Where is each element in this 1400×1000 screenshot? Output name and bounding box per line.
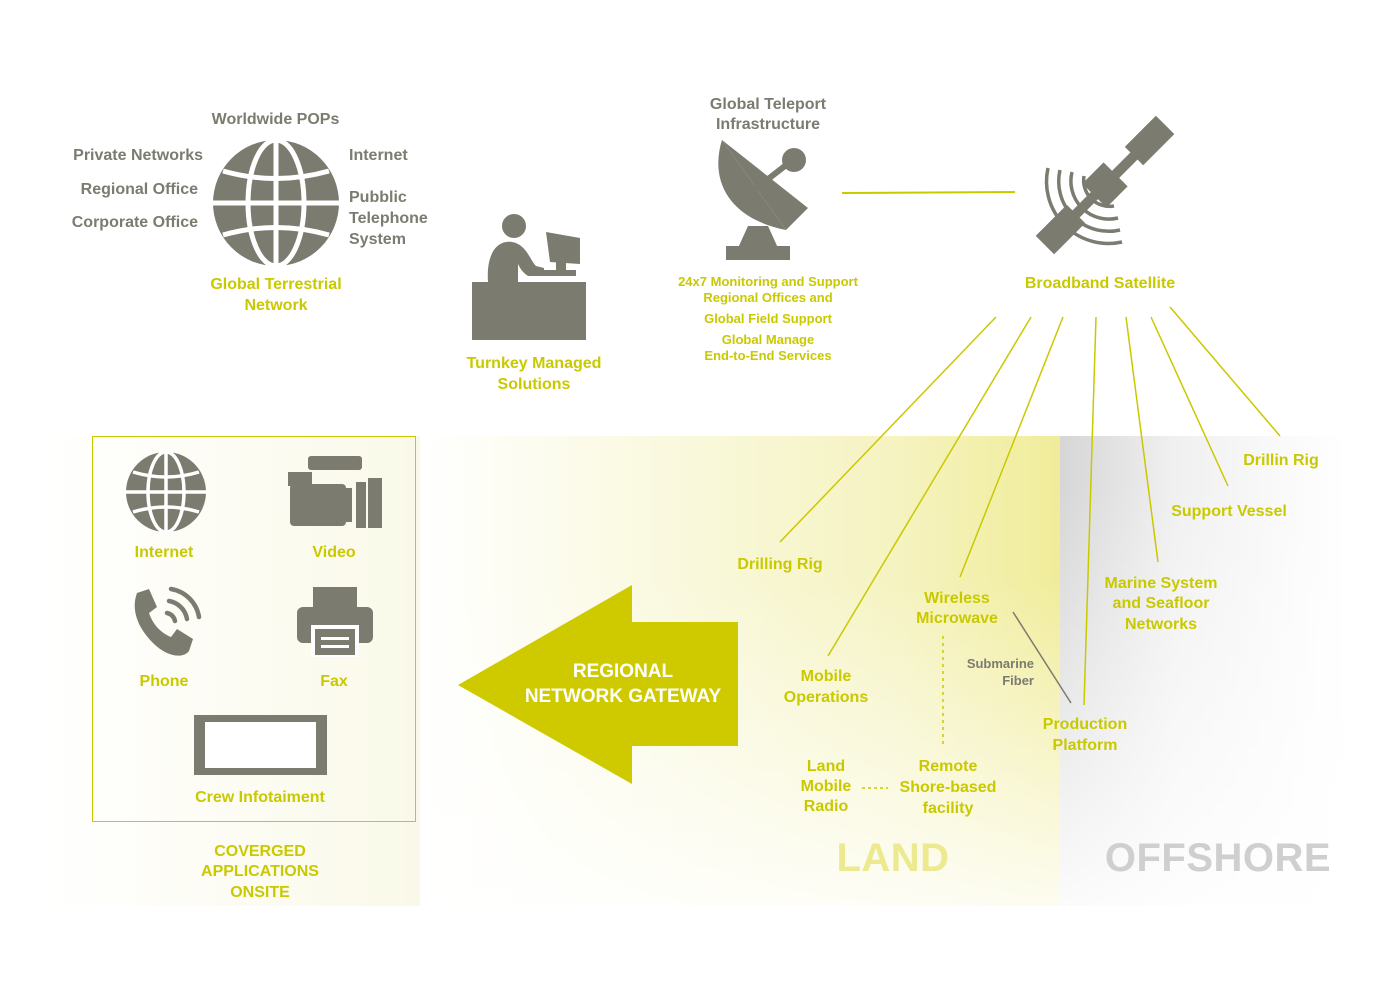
node-submarine-fiber: Submarine Fiber (966, 656, 1034, 688)
node-drillin-rig: Drillin Rig (1243, 452, 1319, 469)
offshore-zone-background (1060, 436, 1346, 906)
link-support-vessel (1150, 316, 1229, 487)
fax-printer-icon (297, 587, 373, 657)
submarine-fiber-line (1012, 611, 1072, 704)
app-phone-label: Phone (139, 673, 189, 690)
gateway-arrow (458, 585, 738, 784)
app-fax-label: Fax (320, 673, 348, 690)
internet-globe-icon (126, 451, 206, 533)
link-marine-system (1125, 316, 1159, 563)
offshore-zone-label: OFFSHORE (1104, 836, 1332, 880)
globe-icon (213, 138, 339, 268)
node-mobile-operations: Mobile Operations (783, 668, 869, 706)
teleport-field-support-text: Global Field Support (704, 311, 832, 326)
teleport-monitoring-text: 24x7 Monitoring and Support Regional Off… (678, 274, 858, 306)
tv-screen-icon (194, 715, 327, 775)
corporate-office-label: Corporate Office (71, 214, 198, 231)
link-production-platform (1083, 316, 1097, 706)
link-wireless-microwave (959, 316, 1064, 578)
link-drilling-rig (779, 316, 997, 543)
turnkey-label: Turnkey Managed Solutions (466, 355, 602, 393)
broadband-satellite-label: Broadband Satellite (1024, 275, 1176, 292)
phone-icon (134, 586, 202, 656)
link-drillin-rig (1169, 306, 1281, 437)
app-crew-label: Crew Infotaiment (195, 789, 325, 806)
node-marine-system: Marine System and Seafloor Networks (1104, 575, 1218, 633)
gateway-label: REGIONAL NETWORK GATEWAY (524, 661, 722, 707)
node-support-vessel: Support Vessel (1171, 503, 1287, 520)
regional-office-label: Regional Office (80, 181, 198, 198)
land-zone-label: LAND (836, 836, 950, 880)
converged-apps-box (92, 436, 416, 822)
teleport-title: Global Teleport Infrastructure (709, 96, 827, 133)
teleport-manage-text: Global Manage End-to-End Services (704, 332, 832, 364)
private-networks-label: Private Networks (73, 147, 203, 164)
node-remote-facility: Remote Shore-based facility (899, 758, 997, 817)
broadband-satellite-icon (1035, 115, 1175, 255)
operator-workstation-icon (472, 214, 586, 340)
app-video-label: Video (312, 544, 356, 561)
app-internet-label: Internet (134, 544, 194, 561)
node-production-platform: Production Platform (1042, 716, 1128, 754)
node-drilling-rig: Drilling Rig (737, 556, 823, 573)
worldwide-pops-label: Worldwide POPs (211, 111, 340, 128)
satellite-dish-icon (718, 140, 808, 260)
link-mobile-operations (827, 316, 1032, 657)
video-camera-icon (288, 456, 382, 528)
node-wireless-microwave: Wireless Microwave (916, 590, 998, 627)
converged-apps-caption: COVERGED APPLICATIONS ONSITE (201, 843, 319, 901)
global-terrestrial-network-label: Global Terrestrial Network (210, 276, 342, 314)
teleport-satellite-link (841, 191, 1016, 194)
internet-label: Internet (349, 147, 408, 164)
node-land-mobile-radio: Land Mobile Radio (800, 758, 852, 815)
public-telephone-label: Pubblic Telephone System (349, 189, 428, 248)
